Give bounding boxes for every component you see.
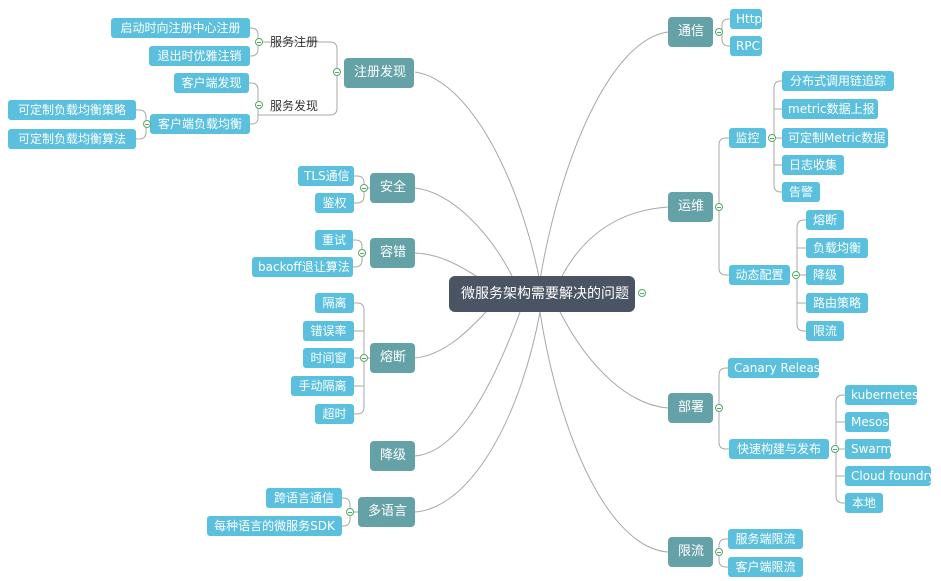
- item-retry[interactable]: 重试: [315, 230, 353, 250]
- link-center-degrade: [414, 311, 521, 457]
- link-center-security: [414, 187, 516, 283]
- item-client-lb[interactable]: 客户端负载均衡: [150, 114, 250, 134]
- link-center-comm: [539, 31, 669, 281]
- link-center-ops: [559, 206, 669, 281]
- item-custom-metric[interactable]: 可定制Metric数据: [782, 128, 888, 148]
- item-custom-lb-strategy[interactable]: 可定制负载均衡策略: [8, 100, 136, 120]
- item-graceful-deregister[interactable]: 退出时优雅注销: [149, 46, 250, 66]
- label-dynamic-config[interactable]: 动态配置: [729, 265, 790, 285]
- topic-fault-tolerance[interactable]: 容错: [370, 238, 415, 268]
- collapse-toggle-icon[interactable]: [346, 508, 354, 516]
- collapse-toggle-icon[interactable]: [638, 289, 646, 297]
- item-cross-lang[interactable]: 跨语言通信: [266, 488, 342, 508]
- topic-comm[interactable]: 通信: [668, 17, 713, 47]
- item-tracing[interactable]: 分布式调用链追踪: [782, 71, 894, 91]
- item-rpc[interactable]: RPC: [730, 36, 762, 56]
- item-timeout[interactable]: 超时: [315, 404, 354, 424]
- collapse-toggle-icon[interactable]: [768, 134, 776, 142]
- item-canary[interactable]: Canary Release: [728, 358, 827, 378]
- topic-rate-limit[interactable]: 限流: [668, 537, 713, 567]
- item-register-on-start[interactable]: 启动时向注册中心注册: [111, 18, 250, 38]
- topic-ops[interactable]: 运维: [668, 192, 713, 222]
- item-dc-routing[interactable]: 路由策略: [806, 293, 868, 313]
- item-mesos[interactable]: Mesos: [845, 412, 889, 432]
- item-alert[interactable]: 告警: [782, 182, 820, 202]
- item-isolation[interactable]: 隔离: [315, 293, 354, 313]
- topic-multilang[interactable]: 多语言: [358, 497, 415, 527]
- collapse-toggle-icon[interactable]: [255, 38, 263, 46]
- collapse-toggle-icon[interactable]: [715, 28, 723, 36]
- item-metric-report[interactable]: metric数据上报: [782, 99, 878, 119]
- collapse-toggle-icon[interactable]: [143, 120, 151, 128]
- item-kubernetes[interactable]: kubernetes: [845, 385, 918, 405]
- topic-circuit-breaker[interactable]: 熔断: [370, 343, 415, 373]
- collapse-toggle-icon[interactable]: [792, 271, 800, 279]
- topic-security[interactable]: 安全: [370, 173, 415, 203]
- label-fast-build[interactable]: 快速构建与发布: [729, 439, 829, 459]
- item-error-rate[interactable]: 错误率: [303, 321, 354, 341]
- link-center-deploy: [559, 311, 669, 409]
- collapse-toggle-icon[interactable]: [360, 354, 368, 362]
- link-center-rate: [539, 311, 669, 553]
- item-server-ratelimit[interactable]: 服务端限流: [728, 529, 803, 549]
- collapse-toggle-icon[interactable]: [358, 249, 366, 257]
- topic-registry[interactable]: 注册发现: [344, 58, 414, 88]
- collapse-toggle-icon[interactable]: [831, 445, 839, 453]
- item-time-window[interactable]: 时间窗: [303, 348, 354, 368]
- topic-deploy[interactable]: 部署: [668, 393, 713, 423]
- item-custom-lb-algorithm[interactable]: 可定制负载均衡算法: [8, 129, 136, 149]
- item-swarm[interactable]: Swarm: [845, 439, 892, 459]
- label-monitor[interactable]: 监控: [729, 128, 766, 148]
- label-service-registration[interactable]: 服务注册: [270, 35, 319, 49]
- topic-degrade[interactable]: 降级: [370, 441, 415, 471]
- item-dc-lb[interactable]: 负载均衡: [806, 238, 868, 258]
- item-local[interactable]: 本地: [845, 493, 883, 513]
- collapse-toggle-icon[interactable]: [715, 404, 723, 412]
- item-tls[interactable]: TLS通信: [298, 166, 354, 186]
- label-service-discovery[interactable]: 服务发现: [270, 99, 319, 113]
- item-http[interactable]: Http: [730, 9, 762, 29]
- item-auth[interactable]: 鉴权: [315, 193, 354, 213]
- item-cloud-foundry[interactable]: Cloud foundry: [845, 466, 936, 486]
- collapse-toggle-icon[interactable]: [333, 68, 341, 76]
- link-center-registry: [414, 71, 541, 283]
- item-dc-breaker[interactable]: 熔断: [806, 210, 844, 230]
- collapse-toggle-icon[interactable]: [715, 548, 723, 556]
- item-dc-ratelimit[interactable]: 限流: [806, 321, 844, 341]
- link-center-multilang: [414, 311, 541, 513]
- item-client-discovery[interactable]: 客户端发现: [174, 73, 249, 93]
- item-backoff[interactable]: backoff退让算法: [252, 257, 353, 277]
- collapse-toggle-icon[interactable]: [715, 203, 723, 211]
- collapse-toggle-icon[interactable]: [255, 101, 263, 109]
- item-client-ratelimit[interactable]: 客户端限流: [728, 557, 803, 577]
- item-lang-sdk[interactable]: 每种语言的微服务SDK: [207, 516, 342, 536]
- item-manual-isolation[interactable]: 手动隔离: [291, 376, 354, 396]
- item-log-collect[interactable]: 日志收集: [782, 155, 844, 175]
- center-topic[interactable]: 微服务架构需要解决的问题: [449, 276, 635, 312]
- collapse-toggle-icon[interactable]: [360, 184, 368, 192]
- item-dc-degrade[interactable]: 降级: [806, 265, 844, 285]
